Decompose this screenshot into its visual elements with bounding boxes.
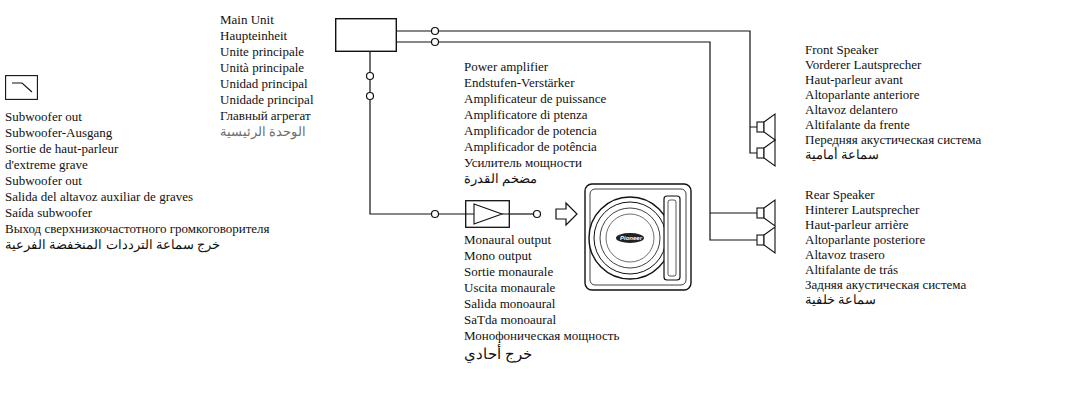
output-terminal [534, 211, 541, 218]
node-label: الوحدة الرئيسية [220, 124, 314, 140]
open-arrow [556, 203, 577, 225]
node-label: Haut-parleur avant [805, 72, 981, 87]
text-group: Power amplifierEndstufen-VerstärkerAmpli… [464, 59, 606, 187]
text-group: Rear SpeakerHinterer LautsprecherHaut-pa… [805, 187, 966, 307]
node-label: سماعة أمامية [805, 147, 981, 162]
node-outline [335, 18, 397, 52]
node-label: Altavoz trasero [805, 247, 966, 262]
output-wire [510, 213, 533, 214]
node-label: Unite principale [220, 44, 314, 60]
node-label: مضخم القدرة [464, 171, 606, 187]
text-group: Front SpeakerVorderer LautsprecherHaut-p… [805, 42, 981, 162]
node-label: Altavoz delantero [805, 102, 981, 117]
node-label: Main Unit [220, 12, 314, 28]
node-label: Главный агрегат [220, 108, 314, 124]
node-label: Unidad principal [220, 76, 314, 92]
subwoofer-illustration [585, 184, 691, 290]
node-label: Amplificateur de puissance [464, 91, 606, 107]
output-label: SaTda monoaural [464, 312, 556, 328]
node-label: Hinterer Lautsprecher [805, 202, 966, 217]
node-outline [752, 200, 792, 256]
node-label: Усилитель мощности [464, 155, 606, 171]
node-label: Amplificador de potência [464, 139, 606, 155]
wire-connector [397, 28, 757, 154]
output-label: خرج أحادي [464, 346, 532, 362]
subwoofer-out-symbol: Subwoofer outSubwoofer-AusgangSortie de … [5, 75, 38, 100]
node-label: Unidade principal [220, 92, 314, 108]
node-label: Endstufen-Verstärker [464, 75, 606, 91]
output-label: Sortie monaurale [464, 264, 553, 280]
output-label: Mono output [464, 248, 532, 264]
node-label: Saída subwoofer [5, 205, 270, 221]
main-unit-box: Main UnitHaupteinheitUnite principaleUni… [335, 18, 397, 52]
node-label: Subwoofer out [5, 173, 270, 189]
node-outline [5, 75, 38, 100]
node-outline [752, 112, 792, 168]
node-label: Altifalante de trás [805, 262, 966, 277]
node-label: Salida del altavoz auxiliar de graves [5, 189, 270, 205]
rear-speaker-group: Rear SpeakerHinterer LautsprecherHaut-pa… [752, 200, 792, 256]
node-label: Subwoofer out [5, 109, 270, 125]
node-label: Haupteinheit [220, 28, 314, 44]
node-label: Выход сверхнизкочастотного громкоговорит… [5, 221, 270, 237]
node-label: Amplificatore di ptenza [464, 107, 606, 123]
node-label: Vorderer Lautsprecher [805, 57, 981, 72]
node-outline [465, 200, 510, 228]
wire-connector [397, 39, 757, 241]
front-speaker-group: Front SpeakerVorderer LautsprecherHaut-p… [752, 112, 792, 168]
power-amplifier-box: Power amplifierEndstufen-VerstärkerAmpli… [465, 200, 510, 228]
node-label: Unità principale [220, 60, 314, 76]
output-label: Uscita monaurale [464, 280, 555, 296]
node-label: Haut-parleur arrière [805, 217, 966, 232]
node-label: Amplificador de potencia [464, 123, 606, 139]
output-label: Монофоническая мощность [464, 328, 619, 344]
text-group: Subwoofer outSubwoofer-AusgangSortie de … [5, 109, 270, 253]
node-label: خرج سماعة الترددات المنخفضة الفرعية [5, 237, 270, 253]
output-label: Monaural output [464, 232, 551, 248]
node-label: Передняя акустическая система [805, 132, 981, 147]
output-label: Salida monoaural [464, 296, 555, 312]
node-label: Front Speaker [805, 42, 981, 57]
text-group: Main UnitHaupteinheitUnite principaleUni… [220, 12, 314, 140]
wire-connector [367, 52, 466, 218]
node-label: Altoparlante anteriore [805, 87, 981, 102]
node-label: Power amplifier [464, 59, 606, 75]
node-label: Задняя акустическая система [805, 277, 966, 292]
node-label: Rear Speaker [805, 187, 966, 202]
node-label: Subwoofer-Ausgang [5, 125, 270, 141]
node-label: Sortie de haut-parleur d'extreme grave [5, 141, 165, 173]
node-label: Altoparlante posteriore [805, 232, 966, 247]
node-label: Altifalante da frente [805, 117, 981, 132]
node-label: سماعة خلفية [805, 292, 966, 307]
brand-logo: Pioneer [620, 234, 642, 242]
